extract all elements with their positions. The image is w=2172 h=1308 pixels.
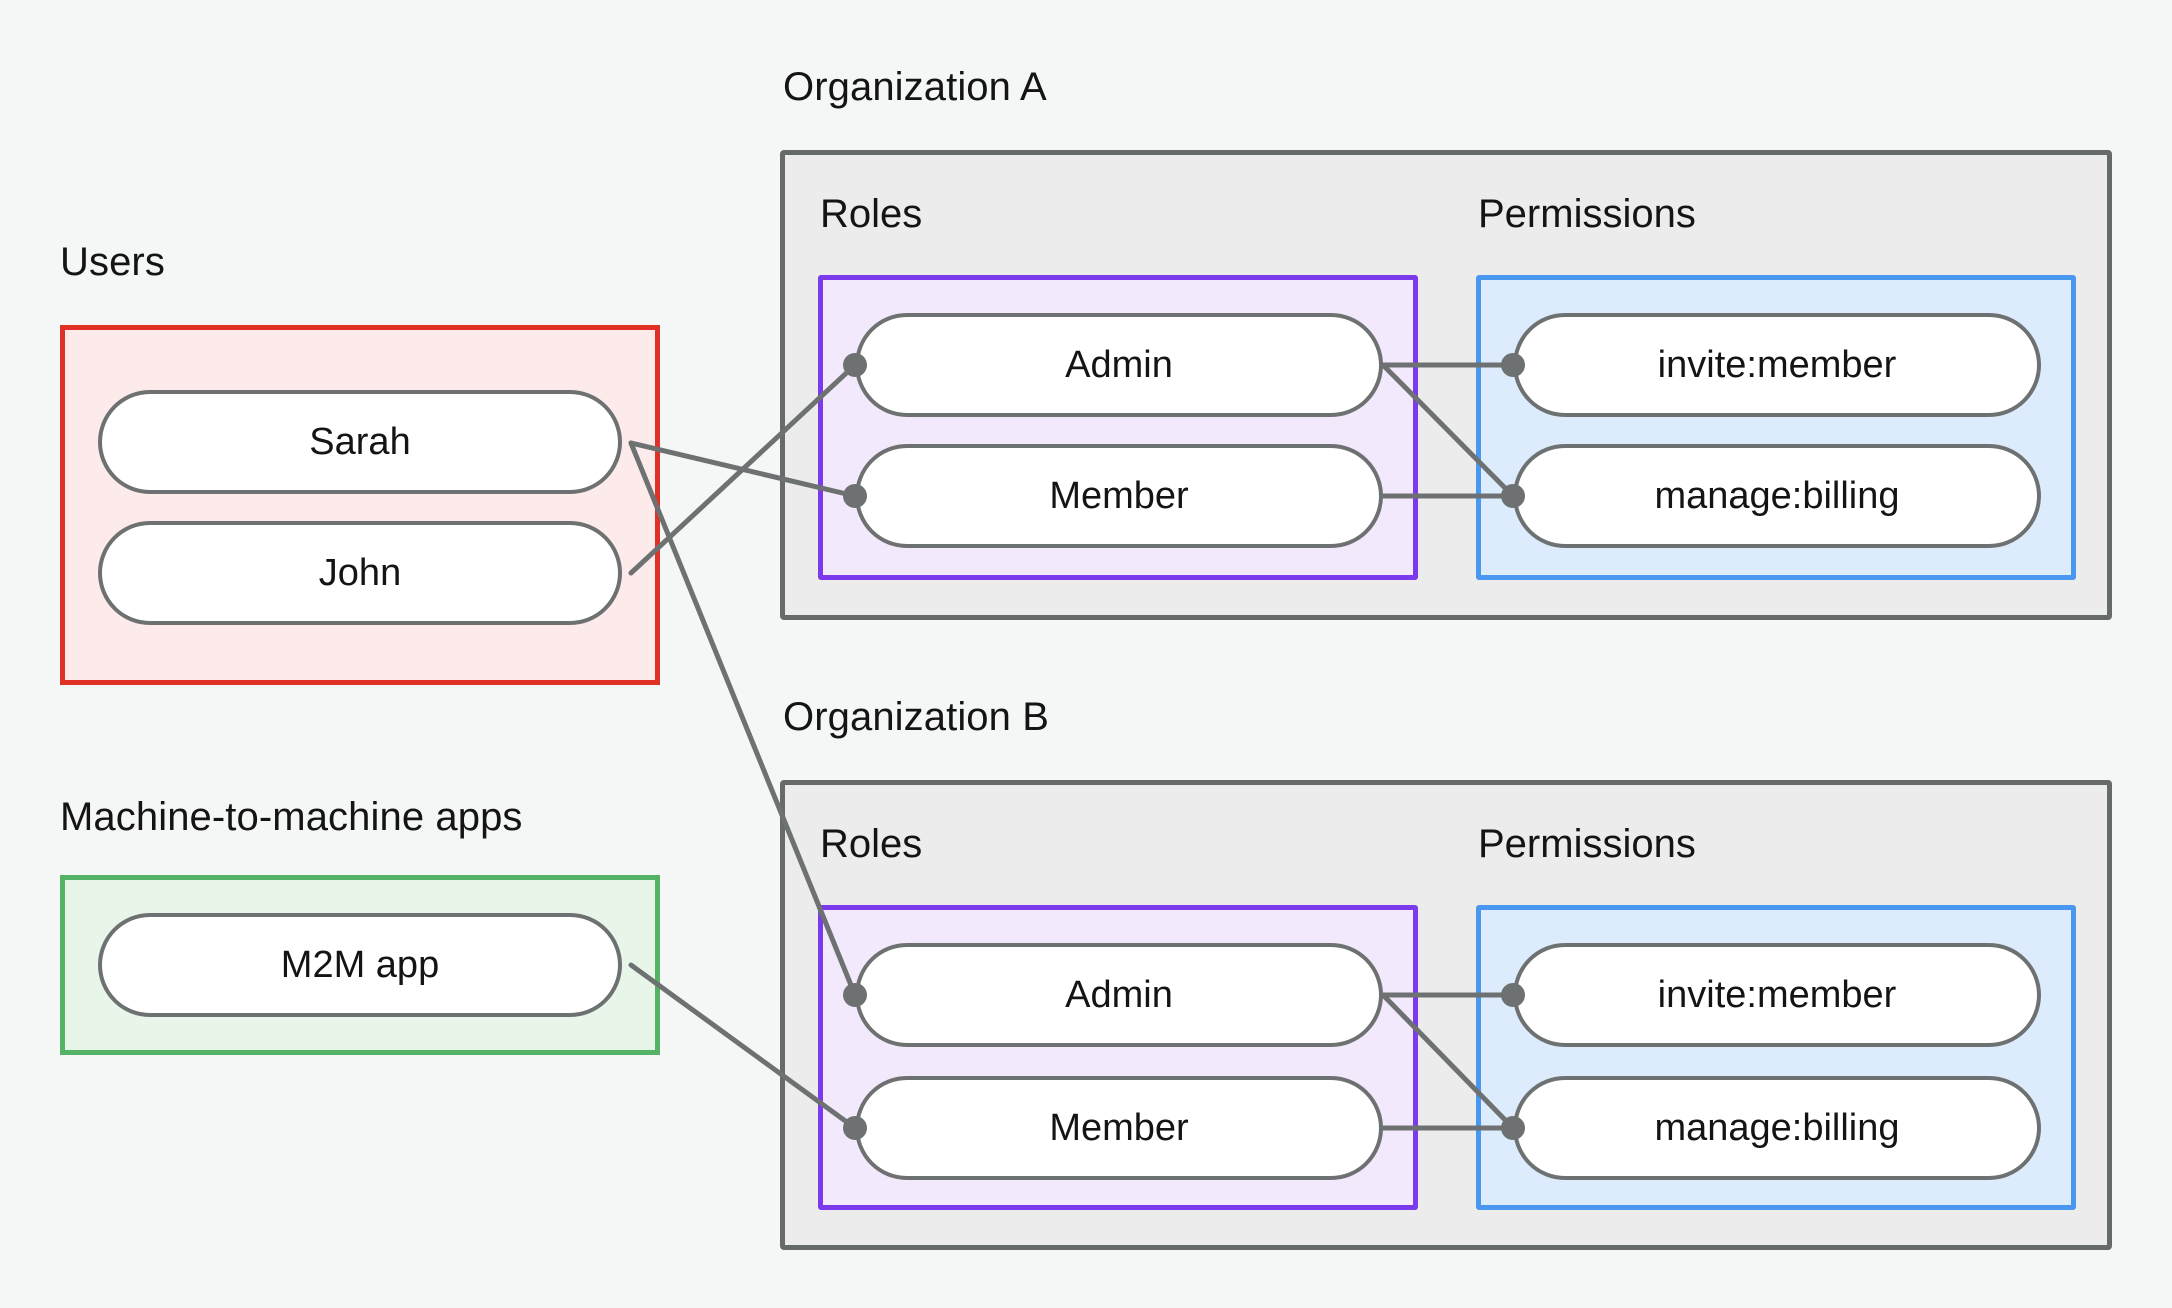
organization-b-permission-manage-billing[interactable]: manage:billing: [1513, 1076, 2041, 1180]
organization-a-permissions-label: Permissions: [1478, 192, 1696, 236]
users-group-box: [60, 325, 660, 685]
organization-b-caption: Organization B: [783, 695, 1049, 739]
m2m-node-app[interactable]: M2M app: [98, 913, 622, 1017]
organization-a-caption: Organization A: [783, 65, 1047, 109]
organization-b-permission-invite-member[interactable]: invite:member: [1513, 943, 2041, 1047]
organization-b-permissions-label: Permissions: [1478, 822, 1696, 866]
m2m-caption: Machine-to-machine apps: [60, 795, 523, 839]
user-node-sarah[interactable]: Sarah: [98, 390, 622, 494]
organization-b-roles-label: Roles: [820, 822, 923, 866]
organization-b-role-admin[interactable]: Admin: [855, 943, 1383, 1047]
organization-a-role-member[interactable]: Member: [855, 444, 1383, 548]
user-node-john[interactable]: John: [98, 521, 622, 625]
users-caption: Users: [60, 240, 165, 284]
organization-a-roles-label: Roles: [820, 192, 923, 236]
organization-a-role-admin[interactable]: Admin: [855, 313, 1383, 417]
organization-a-permission-manage-billing[interactable]: manage:billing: [1513, 444, 2041, 548]
organization-b-role-member[interactable]: Member: [855, 1076, 1383, 1180]
organization-a-permission-invite-member[interactable]: invite:member: [1513, 313, 2041, 417]
